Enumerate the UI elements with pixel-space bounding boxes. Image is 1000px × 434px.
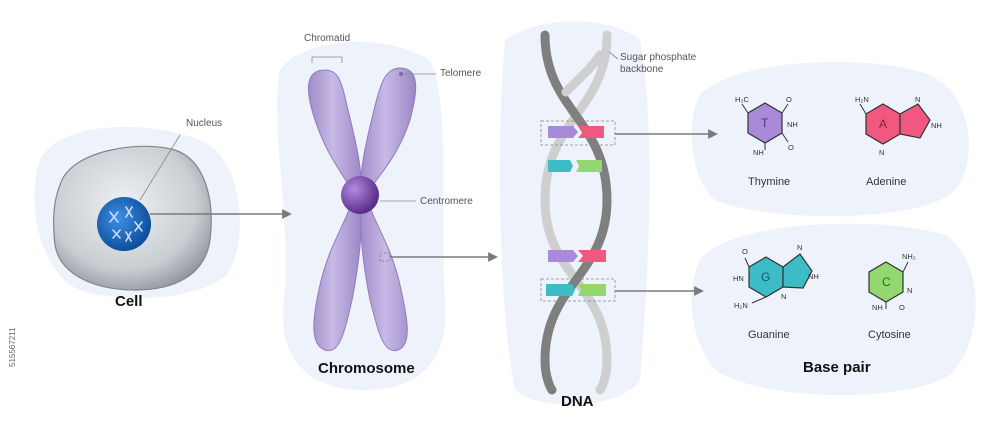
dna-halo [499, 21, 650, 405]
adenine-atom-n-bottom: N [879, 148, 885, 157]
adenine-letter: A [879, 117, 888, 131]
stock-id-label: 515567211 [8, 327, 17, 367]
thymine-letter: T [761, 116, 769, 130]
guanine-label: Guanine [748, 329, 790, 341]
thymine-atom-nh-right: NH [787, 120, 798, 129]
adenine-atom-h2n: H₂N [855, 95, 869, 104]
telomere-dot [399, 72, 403, 76]
thymine-atom-methyl: H₃C [735, 95, 749, 104]
dna-helix [540, 30, 619, 395]
rung-green-1 [576, 160, 602, 172]
chromatid-left [307, 69, 363, 352]
rung-cyan-1 [548, 160, 573, 172]
base-pair-label: Base pair [803, 359, 871, 376]
cytosine-atom-nh2: NH₂ [902, 252, 916, 261]
chromosome-label: Chromosome [318, 360, 415, 377]
rung-purple-1 [548, 126, 578, 138]
guanine-atom-n-top: N [797, 243, 803, 252]
nucleus [97, 197, 151, 251]
guanine-pentagon [782, 253, 813, 289]
chromatid-label: Chromatid [304, 33, 351, 44]
adenine-atom-nh: NH [931, 121, 942, 130]
cytosine-atom-nh: NH [872, 303, 883, 312]
thymine-atom-nh-bottom: NH [753, 148, 764, 157]
nucleus-chromosomes [109, 206, 143, 242]
adenine-molecule [859, 103, 931, 145]
guanine-molecule [744, 253, 813, 304]
rung-pink-2 [578, 250, 606, 262]
chromatid-right [359, 67, 417, 352]
cytosine-label: Cytosine [868, 329, 911, 341]
nucleus-pointer [139, 134, 181, 201]
adenine-pentagon [899, 103, 931, 139]
dna-backbone-light-front [561, 50, 605, 97]
rung-purple-2 [548, 250, 578, 262]
adenine-label: Adenine [866, 176, 907, 188]
cytosine-molecule [868, 261, 909, 309]
guanine-atom-hn: HN [733, 274, 744, 283]
thymine-label: Thymine [748, 176, 791, 188]
guanine-atom-nh: NH [808, 272, 819, 281]
centromere-label: Centromere [420, 196, 473, 207]
cytosine-atom-n: N [907, 286, 913, 295]
dna-backbone-light [540, 30, 612, 395]
sugar-phosphate-label: Sugar phosphate [620, 52, 697, 63]
adenine-atom-n-top: N [915, 95, 921, 104]
cytosine-atom-o: O [899, 303, 905, 312]
guanine-atom-o: O [742, 247, 748, 256]
telomere-label: Telomere [440, 68, 482, 79]
base-pair-zoom-bottom [540, 278, 616, 302]
dna-backbone-dark [540, 30, 612, 395]
centromere [341, 176, 379, 214]
cell-label: Cell [115, 293, 143, 310]
backbone-label: backbone [620, 64, 664, 75]
thymine-atom-o-top: O [786, 95, 792, 104]
nucleus-label: Nucleus [186, 118, 223, 129]
chromatid-bracket [311, 56, 343, 63]
cytosine-letter: C [882, 275, 891, 289]
cell [53, 134, 212, 291]
sugar-phosphate-pointer [608, 51, 619, 60]
guanine-letter: G [761, 270, 771, 284]
rung-pink-1 [578, 126, 604, 138]
chromosome [307, 56, 436, 352]
thymine-molecule [741, 102, 789, 150]
guanine-atom-h2n: H₂N [734, 301, 748, 310]
rung-cyan-2 [546, 284, 575, 296]
rung-green-2 [578, 284, 606, 296]
base-pair-zoom-top [540, 120, 616, 146]
top-bases-halo [691, 61, 969, 217]
dna-label: DNA [561, 393, 594, 410]
guanine-atom-n-bottom: N [781, 292, 787, 301]
thymine-atom-o-bottom: O [788, 143, 794, 152]
dna-base-pairs [546, 126, 606, 296]
